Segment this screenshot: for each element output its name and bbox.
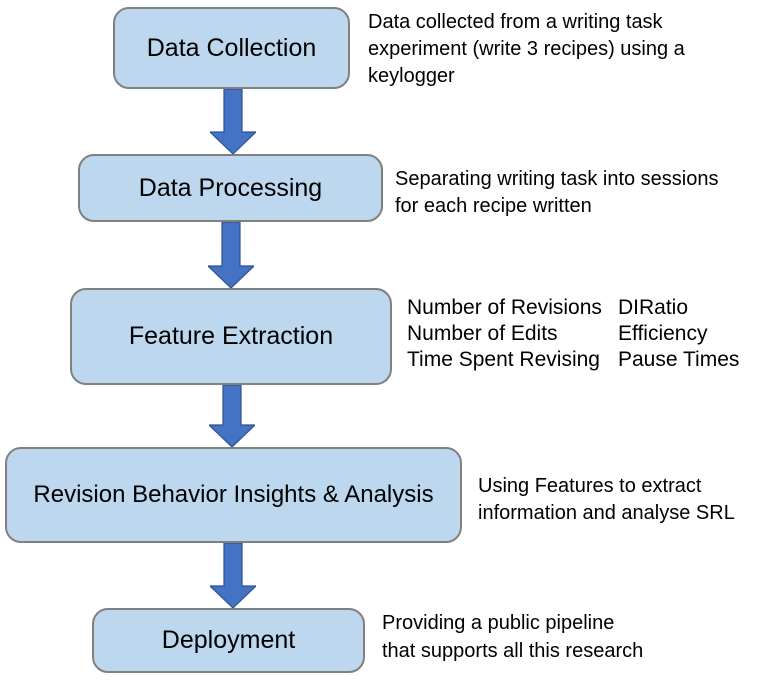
note-line: Efficiency <box>618 322 708 345</box>
note-line: Time Spent Revising <box>407 348 600 371</box>
stage-box-revision-insights: Revision Behavior Insights & Analysis <box>5 447 462 543</box>
note-line: Data collected from a writing task <box>368 11 663 33</box>
note-line: Pause Times <box>618 348 740 371</box>
stage-box-data-processing: Data Processing <box>78 154 383 222</box>
stage-label: Feature Extraction <box>128 322 334 350</box>
note-feature-list-left: Number of Revisions Number of Edits Time… <box>407 295 602 373</box>
note-line: Using Features to extract <box>478 475 702 497</box>
stage-label: Revision Behavior Insights & Analysis <box>33 481 434 508</box>
stage-label: Data Processing <box>138 173 323 202</box>
down-arrow-icon <box>210 89 256 154</box>
note-data-processing: Separating writing task into sessions fo… <box>395 166 719 220</box>
stage-label: Deployment <box>161 626 296 654</box>
note-feature-list-right: DIRatio Efficiency Pause Times <box>618 295 739 373</box>
down-arrow-icon <box>210 543 256 608</box>
note-line: Number of Revisions <box>407 296 602 319</box>
note-data-collection: Data collected from a writing task exper… <box>368 9 685 90</box>
note-line: for each recipe written <box>395 195 592 217</box>
note-line: experiment (write 3 recipes) using a <box>368 38 685 60</box>
note-line: information and analyse SRL <box>478 502 735 524</box>
note-line: that supports all this research <box>382 640 644 662</box>
down-arrow-icon <box>209 385 255 447</box>
note-line: Providing a public pipeline <box>382 612 615 634</box>
down-arrow-icon <box>208 222 254 288</box>
stage-label: Data Collection <box>146 33 317 62</box>
note-line: keylogger <box>368 65 455 87</box>
note-line: Number of Edits <box>407 322 558 345</box>
note-line: Separating writing task into sessions <box>395 168 719 190</box>
stage-box-data-collection: Data Collection <box>113 7 350 89</box>
note-deployment: Providing a public pipeline that support… <box>382 609 643 665</box>
stage-box-feature-extraction: Feature Extraction <box>70 288 392 385</box>
note-revision-insights: Using Features to extract information an… <box>478 473 735 527</box>
note-line: DIRatio <box>618 296 689 319</box>
stage-box-deployment: Deployment <box>92 608 365 673</box>
